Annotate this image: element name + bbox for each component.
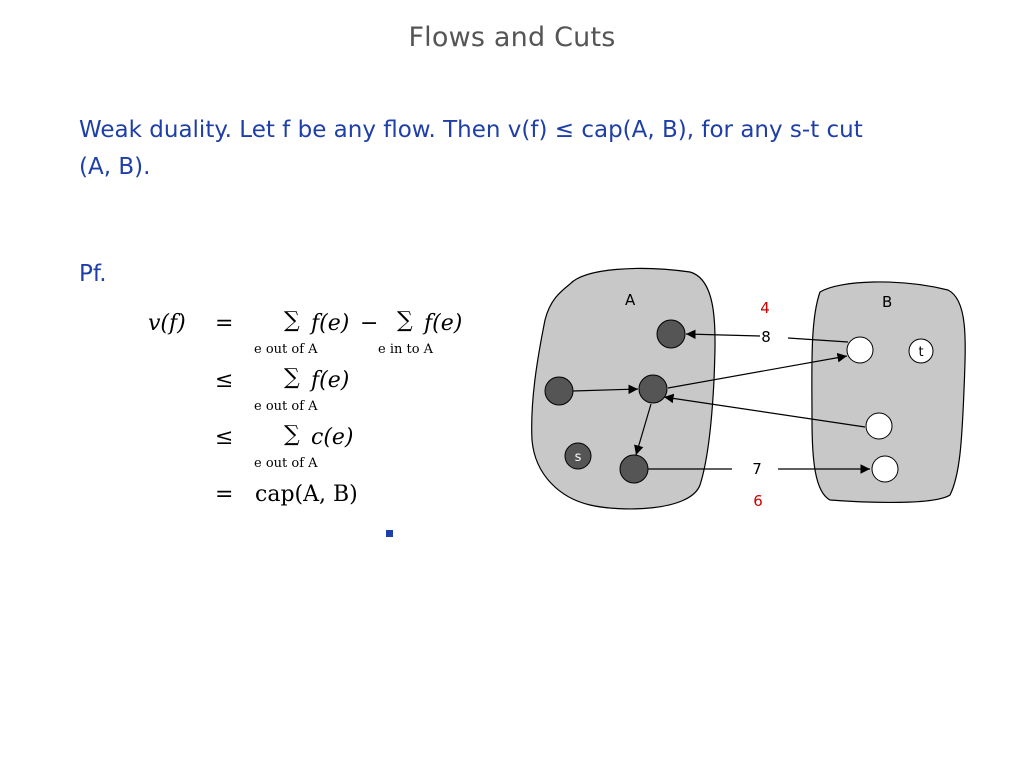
weak-duality-statement: Weak duality. Let f be any flow. Then v(… [79, 112, 949, 186]
sink-label: t [918, 345, 923, 360]
qed-symbol [386, 530, 393, 537]
node-a3 [638, 374, 668, 404]
node-b2 [865, 412, 893, 440]
proof-row2-sum-symbol: ∑ [284, 365, 300, 390]
proof-row3-subscript: e out of A [254, 456, 318, 471]
edge-b2-to-a3 [663, 393, 866, 428]
edge-a2-to-a3 [572, 384, 639, 395]
proof-row1-sum1-symbol: ∑ [284, 308, 300, 333]
node-a2 [544, 376, 574, 406]
edge-a3-to-a4 [634, 403, 652, 456]
edge-top-capacity-label: 8 [761, 328, 771, 346]
proof-row3-sum-body: c(e) [311, 425, 354, 450]
proof-row1-sum1-body: f(e) [311, 311, 350, 336]
proof-row1-minus: − [360, 311, 379, 336]
edge-a3-to-b1 [667, 352, 848, 389]
proof-row3-relation: ≤ [215, 425, 234, 450]
proof-row2-subscript: e out of A [254, 399, 318, 414]
slide-title: Flows and Cuts [408, 22, 616, 53]
node-s [564, 442, 592, 470]
cut-region-b [811, 281, 966, 504]
proof-row2-relation: ≤ [215, 368, 234, 393]
edge-b1-to-a1 [685, 329, 761, 340]
proof-row4-expression: cap(A, B) [255, 482, 358, 507]
proof-row1-sum2-subscript: e in to A [378, 342, 434, 357]
proof-lhs: v(f) [148, 311, 186, 336]
proof-row4-relation: = [215, 482, 234, 507]
proof-row1-relation: = [215, 311, 234, 336]
edge-bottom-capacity-label: 7 [752, 460, 762, 478]
node-a4 [619, 454, 649, 484]
proof-row1-sum2-body: f(e) [424, 311, 463, 336]
edge-b1-to-a1-tail [787, 337, 849, 343]
statement-line-1: Weak duality. Let f be any flow. Then v(… [79, 117, 863, 143]
edge-bottom-flow-label: 6 [753, 492, 763, 510]
node-t [908, 338, 934, 364]
node-b1 [846, 336, 874, 364]
region-b-label: B [882, 293, 892, 311]
node-b3 [871, 455, 899, 483]
proof-row2-sum-body: f(e) [311, 368, 350, 393]
region-a-label: A [625, 291, 636, 309]
proof-row1-sum1-subscript: e out of A [254, 342, 318, 357]
edge-top-flow-label: 4 [760, 299, 770, 317]
proof-label: Pf. [79, 261, 107, 287]
proof-row3-sum-symbol: ∑ [284, 422, 300, 447]
proof-row1-sum2-symbol: ∑ [397, 308, 413, 333]
statement-line-2: (A, B). [79, 154, 151, 180]
source-label: s [575, 450, 582, 465]
node-a1 [656, 319, 686, 349]
